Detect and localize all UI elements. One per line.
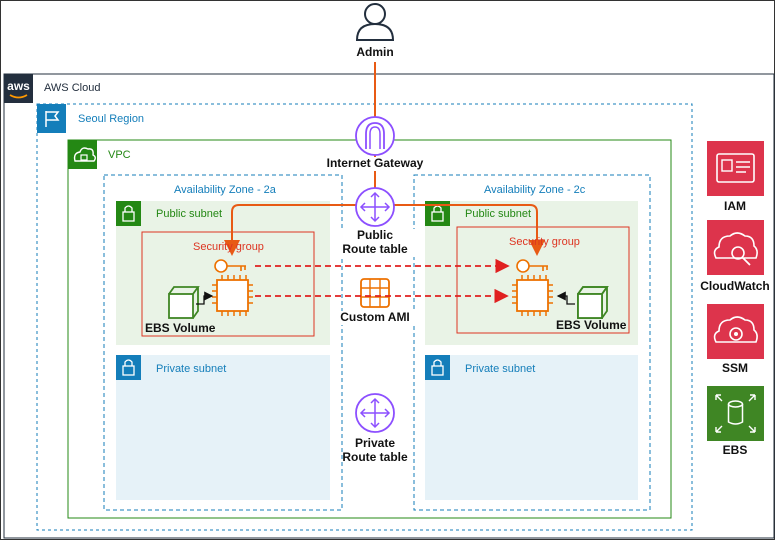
private-subnet-a (116, 355, 330, 500)
admin-label: Admin (356, 45, 394, 59)
private-route-table-icon (355, 393, 395, 433)
private-route-table-label: Private Route table (342, 436, 408, 464)
private-subnet-c-label: Private subnet (465, 363, 536, 375)
internet-gateway-label: Internet Gateway (320, 156, 430, 171)
iam-label: IAM (724, 199, 746, 213)
security-group-a-label: Security group (193, 241, 264, 253)
ebs-volume-icon-c (577, 286, 609, 319)
ec2-instance-icon-c (512, 275, 553, 316)
aws-logo-text: aws (7, 79, 30, 93)
vpc-label: VPC (108, 149, 131, 161)
private-subnet-a-lock-icon (116, 355, 141, 380)
admin-flow-to-az-a (224, 204, 375, 256)
az-2c-group (413, 174, 651, 511)
region-flag-icon (37, 104, 66, 133)
ebs-volume-icon-a (168, 286, 200, 319)
admin-flow-to-az-c (375, 204, 545, 256)
public-subnet-c (425, 201, 638, 345)
iam-icon (707, 141, 764, 196)
az-2a-group (103, 174, 343, 511)
public-subnet-a-label: Public subnet (156, 208, 223, 220)
ebs-attach-arrow-a (196, 291, 214, 305)
aws-cloud-group (3, 73, 775, 539)
security-key-icon-a (214, 259, 246, 273)
custom-ami-icon (360, 278, 390, 308)
public-subnet-c-label: Public subnet (465, 208, 532, 220)
ssm-label: SSM (721, 361, 748, 375)
ebs-attach-arrow-c (556, 291, 575, 305)
private-subnet-c (425, 355, 638, 500)
cloudwatch-label: CloudWatch (700, 279, 770, 293)
security-group-c-label: Security group (509, 236, 580, 248)
private-subnet-c-lock-icon (425, 355, 450, 380)
ebs-volume-a-label: EBS Volume (145, 321, 216, 335)
internet-gateway-icon (355, 116, 395, 156)
security-group-c (456, 226, 630, 334)
ebs-volume-c-label: EBS Volume (556, 318, 627, 332)
aws-cloud-label: AWS Cloud (44, 82, 101, 94)
security-key-icon-c (516, 259, 548, 273)
public-route-table-icon (355, 187, 395, 227)
region-label: Seoul Region (78, 113, 145, 125)
az-2c-label: Availability Zone - 2c (484, 184, 586, 196)
aws-logo-smile (9, 94, 28, 99)
custom-ami-label: Custom AMI (335, 310, 415, 325)
public-subnet-a-lock-icon (116, 201, 141, 226)
ssm-icon (707, 304, 764, 359)
cloudwatch-icon (707, 220, 764, 275)
ebs-service-icon (707, 386, 764, 441)
public-route-table-label: Public Route table (335, 228, 415, 257)
public-subnet-a (116, 201, 330, 345)
private-subnet-a-label: Private subnet (156, 363, 227, 375)
ebs-service-label: EBS (722, 443, 748, 457)
security-group-a (141, 231, 315, 337)
az-2a-label: Availability Zone - 2a (174, 184, 276, 196)
admin-user-icon (355, 3, 395, 41)
ec2-instance-icon-a (212, 275, 253, 316)
